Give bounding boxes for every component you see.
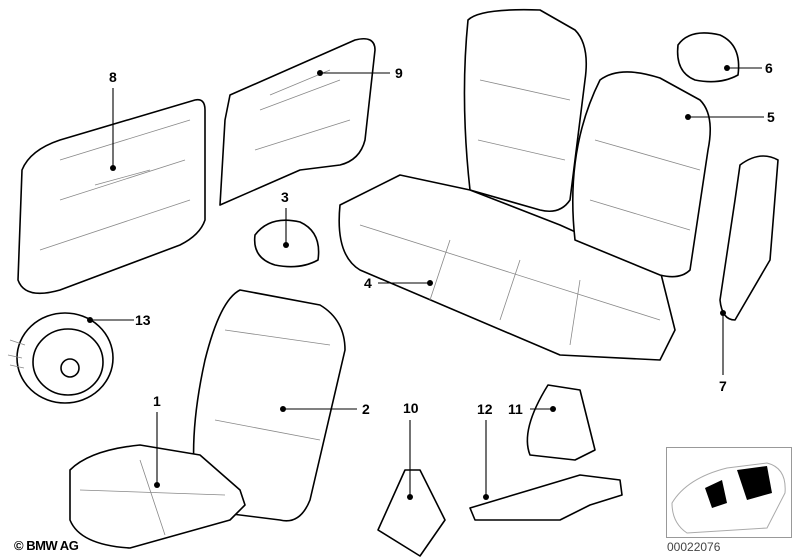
rear-door-trim-panel[interactable] (219, 37, 376, 206)
car-outline-icon (671, 462, 786, 534)
callout-8[interactable]: 8 (109, 69, 117, 85)
vehicle-location-inset (666, 447, 792, 538)
diagram-id: 00022076 (667, 540, 721, 554)
callout-12[interactable]: 12 (477, 401, 493, 417)
handbrake-boot[interactable] (526, 384, 596, 461)
rear-backrest-left[interactable] (463, 8, 588, 213)
callout-10[interactable]: 10 (403, 400, 419, 416)
callout-13[interactable]: 13 (135, 312, 151, 328)
steering-wheel[interactable] (7, 312, 114, 404)
front-seat-cushion[interactable] (69, 444, 246, 549)
callout-3[interactable]: 3 (281, 189, 289, 205)
callout-6[interactable]: 6 (765, 60, 773, 76)
front-backrest[interactable] (192, 289, 346, 522)
callout-5[interactable]: 5 (767, 109, 775, 125)
callout-2[interactable]: 2 (362, 401, 370, 417)
callout-1[interactable]: 1 (153, 393, 161, 409)
gear-shift-boot[interactable] (377, 469, 446, 557)
leader-lines (87, 65, 764, 500)
rear-backrest-right[interactable] (571, 71, 711, 278)
callout-4[interactable]: 4 (364, 275, 372, 291)
copyright-label: © BMW AG (14, 538, 79, 553)
side-bolster[interactable] (719, 155, 779, 321)
handbrake-lever[interactable] (469, 474, 623, 521)
callout-11[interactable]: 11 (508, 401, 523, 417)
rear-headrest[interactable] (676, 32, 740, 83)
callout-9[interactable]: 9 (395, 65, 403, 81)
front-door-trim-panel[interactable] (17, 98, 206, 295)
callout-7[interactable]: 7 (719, 378, 727, 394)
